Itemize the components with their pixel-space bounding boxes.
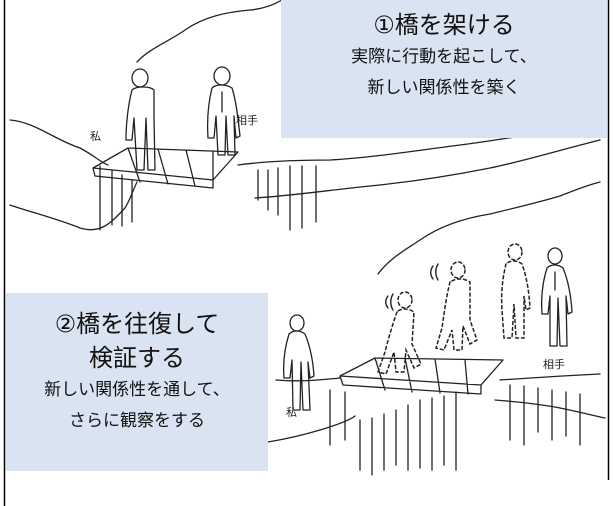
ghost-figure-2: [435, 261, 478, 351]
top-right-cliff-outline: [237, 127, 601, 199]
top-partner-label: 相手: [236, 113, 258, 127]
motion-marks-2: [430, 263, 439, 281]
top-mountain-ridge: [136, 0, 283, 63]
motion-marks-1: [385, 293, 394, 311]
bottom-partner-figure: [541, 247, 573, 347]
step1-desc-line1: 実際に行動を起こして、: [351, 47, 537, 67]
ghost-figure-3: [500, 243, 531, 339]
top-left-cliff-outline: [9, 119, 138, 231]
bottom-chasm-hatching: [359, 391, 457, 476]
top-partner-figure: [206, 66, 241, 156]
step1-caption-box: ①橋を架ける 実際に行動を起こして、 新しい関係性を築く: [281, 0, 607, 138]
top-left-cliff-face: [99, 165, 133, 231]
top-right-cliff-face: [257, 165, 317, 231]
bottom-bridge: [339, 357, 504, 395]
bottom-self-figure: [283, 314, 315, 411]
step2-desc-line1: 新しい関係性を通して、: [44, 380, 230, 400]
ghost-figure-1: [377, 291, 422, 375]
top-self-figure: [125, 68, 156, 171]
bottom-mountain-ridge: [377, 181, 601, 275]
bottom-left-cliff-outline: [267, 377, 356, 443]
step1-title: ①橋を架ける: [373, 11, 515, 39]
step2-desc-line2: さらに観察をする: [69, 411, 205, 431]
step2-title-line1: ②橋を往復して: [54, 310, 220, 338]
bottom-self-label: 私: [286, 406, 297, 419]
step1-desc-line2: 新しい関係性を築く: [367, 78, 521, 98]
bottom-partner-label: 相手: [543, 357, 565, 371]
step2-caption-box: ②橋を往復して 検証する 新しい関係性を通して、 さらに観察をする: [6, 293, 268, 471]
step2-title-line2: 検証する: [89, 344, 185, 372]
top-bridge: [92, 147, 239, 189]
bottom-right-cliff-face: [509, 384, 581, 446]
top-self-label: 私: [90, 130, 101, 143]
bottom-right-cliff-outline: [494, 373, 606, 419]
bottom-left-cliff-face: [329, 389, 346, 446]
